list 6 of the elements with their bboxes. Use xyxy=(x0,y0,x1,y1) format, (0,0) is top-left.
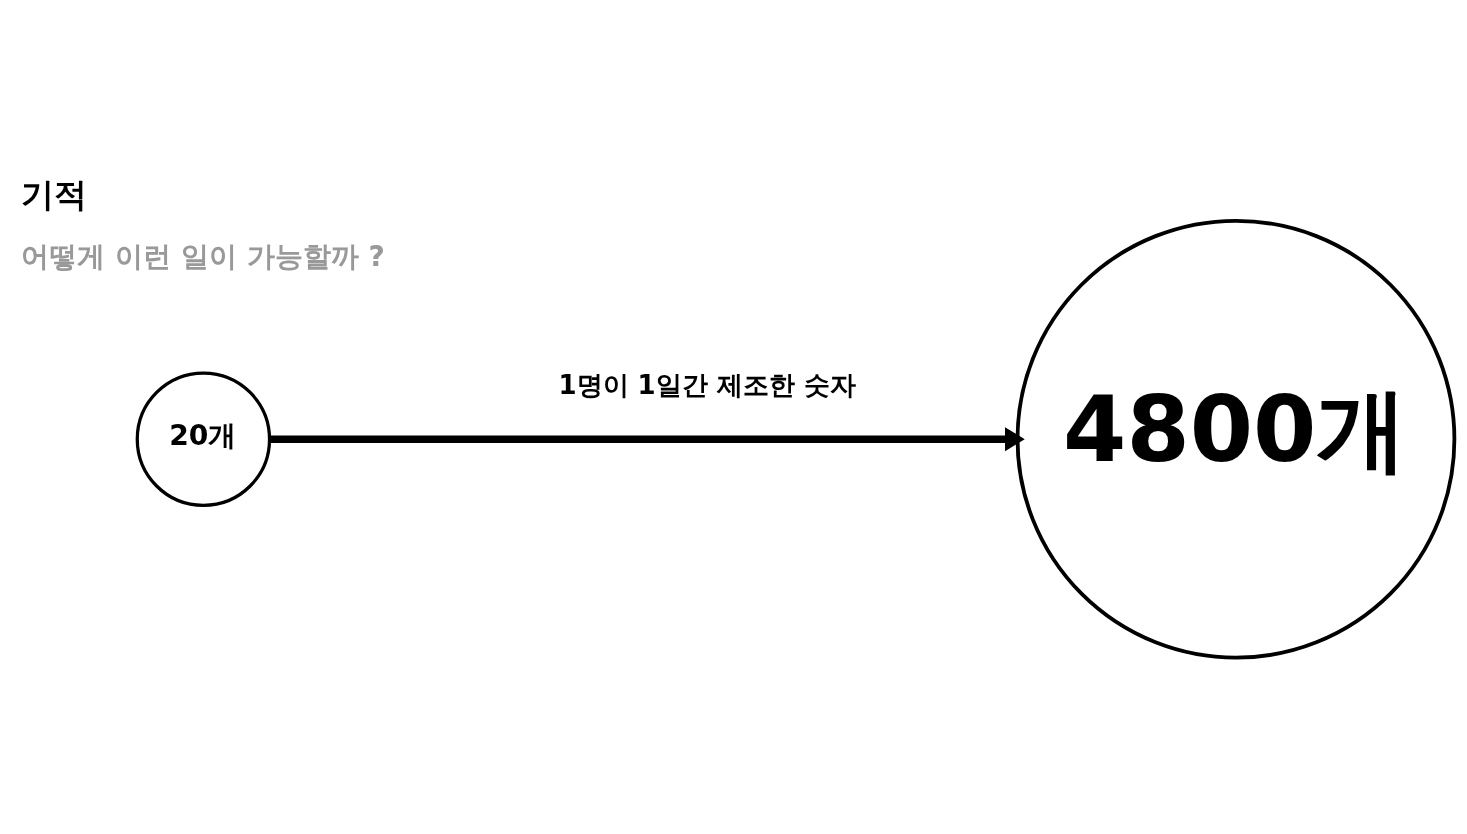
diagram-title: 기적 xyxy=(21,175,88,214)
node-circle: 4800개 xyxy=(1015,218,1457,660)
edge-label: 1명이 1일간 제조한 숫자 xyxy=(558,369,856,400)
node-circle: 20개 xyxy=(135,371,272,507)
label: 어떻게 이런 일이 가능할까 ? xyxy=(21,240,385,274)
arrow xyxy=(269,427,1025,452)
